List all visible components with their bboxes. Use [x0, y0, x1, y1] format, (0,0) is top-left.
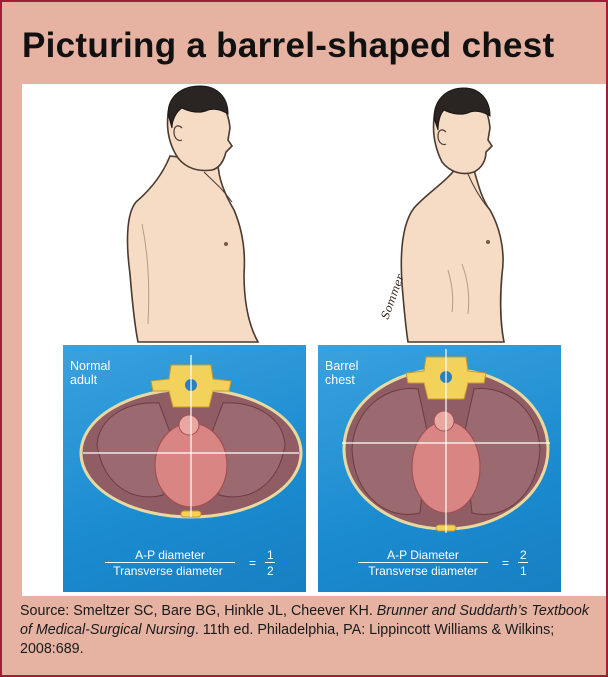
source-citation: Source: Smeltzer SC, Bare BG, Hinkle JL,…: [20, 602, 600, 659]
normal-chest-cross-section: [63, 345, 306, 545]
ratio-numerator: A-P Diameter: [358, 548, 488, 562]
fraction-bottom: 1: [520, 564, 527, 578]
ratio-denominator: Transverse diameter: [93, 564, 243, 578]
fraction-bar: [265, 562, 275, 563]
barrel-chest-panel: Barrel chest A-P Diameter Transverse dia: [318, 345, 561, 592]
profile-illustrations: Sommer: [22, 84, 606, 346]
ratio-numerator: A-P diameter: [105, 548, 235, 562]
fraction-bottom: 2: [267, 564, 274, 578]
barrel-chest-man-profile: Sommer: [379, 88, 504, 342]
fraction-top: 2: [520, 548, 527, 562]
figure-title: Picturing a barrel-shaped chest: [22, 26, 555, 66]
fraction-top: 1: [267, 548, 274, 562]
ratio-denominator: Transverse diameter: [348, 564, 498, 578]
ratio-bar: [358, 562, 488, 563]
source-prefix: Source: Smeltzer SC, Bare BG, Hinkle JL,…: [20, 603, 377, 619]
ratio-bar: [105, 562, 235, 563]
normal-adult-panel: Normal adult: [63, 345, 306, 592]
barrel-chest-cross-section: [318, 345, 561, 545]
ratio-equals: =: [502, 556, 509, 570]
illustration-area: Sommer Normal adult: [22, 84, 606, 596]
ratio-equals: =: [249, 556, 256, 570]
normal-man-profile: [128, 86, 258, 342]
fraction-bar: [518, 562, 528, 563]
